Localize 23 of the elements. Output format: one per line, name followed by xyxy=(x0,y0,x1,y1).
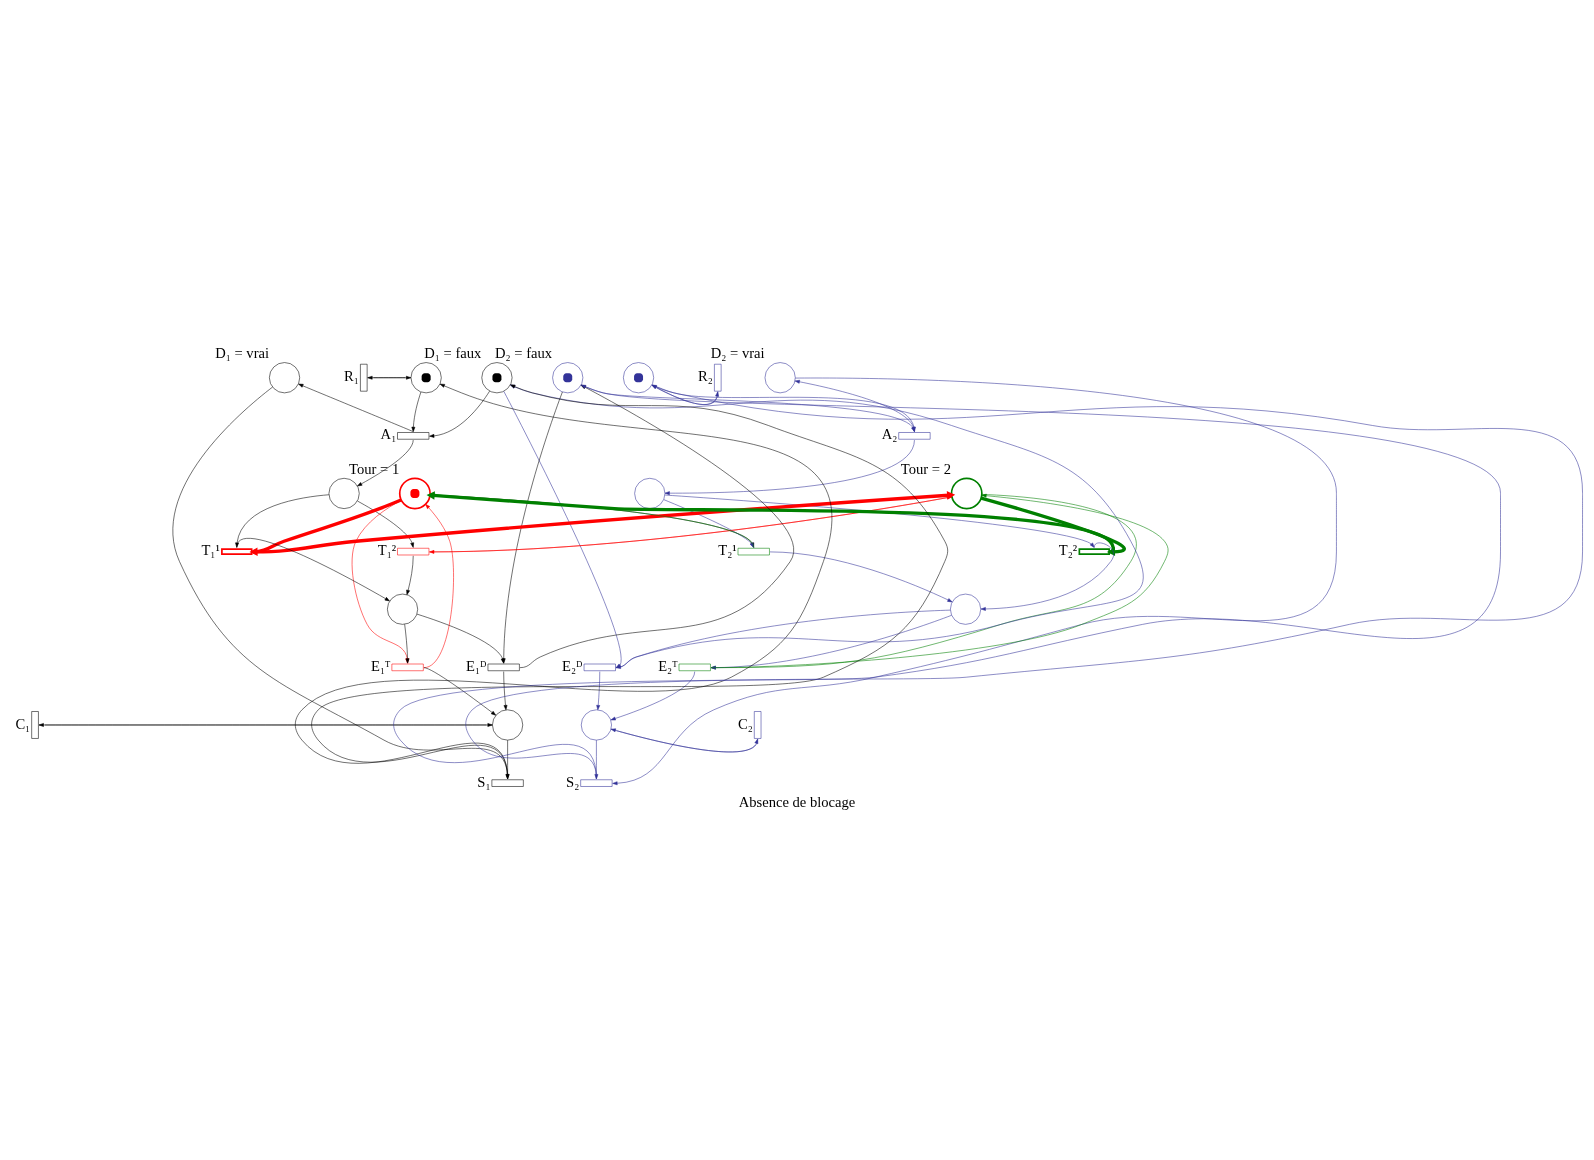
node-label: A₁ xyxy=(380,426,397,443)
node-label: T₁¹ xyxy=(201,542,220,559)
node-label: R₂ xyxy=(698,368,713,385)
node-label: D₁ = vrai xyxy=(215,344,270,361)
node-label: Tour = 2 xyxy=(900,460,952,477)
node-label: E₁ᴰ xyxy=(466,657,487,674)
node-label: A₂ xyxy=(881,426,898,443)
node-label: E₂ᴰ xyxy=(562,657,583,674)
node-label: Tour = 1 xyxy=(349,460,400,477)
node-label: S₂ xyxy=(566,773,580,790)
node-label: T₁² xyxy=(377,542,397,559)
node-label: C₂ xyxy=(738,715,753,732)
caption: Absence de blocage xyxy=(738,793,856,810)
node-label: T₂² xyxy=(1058,542,1078,559)
node-label: R₁ xyxy=(344,368,359,385)
node-label: S₁ xyxy=(477,773,491,790)
node-label: D₂ = faux xyxy=(495,344,553,361)
node-label: D₂ = vrai xyxy=(710,344,765,361)
node-label: C₁ xyxy=(15,715,31,732)
node-label: D₁ = faux xyxy=(424,344,482,361)
node-label: E₂ᵀ xyxy=(658,657,678,674)
node-label: T₂¹ xyxy=(718,542,737,559)
node-label: E₁ᵀ xyxy=(371,657,391,674)
